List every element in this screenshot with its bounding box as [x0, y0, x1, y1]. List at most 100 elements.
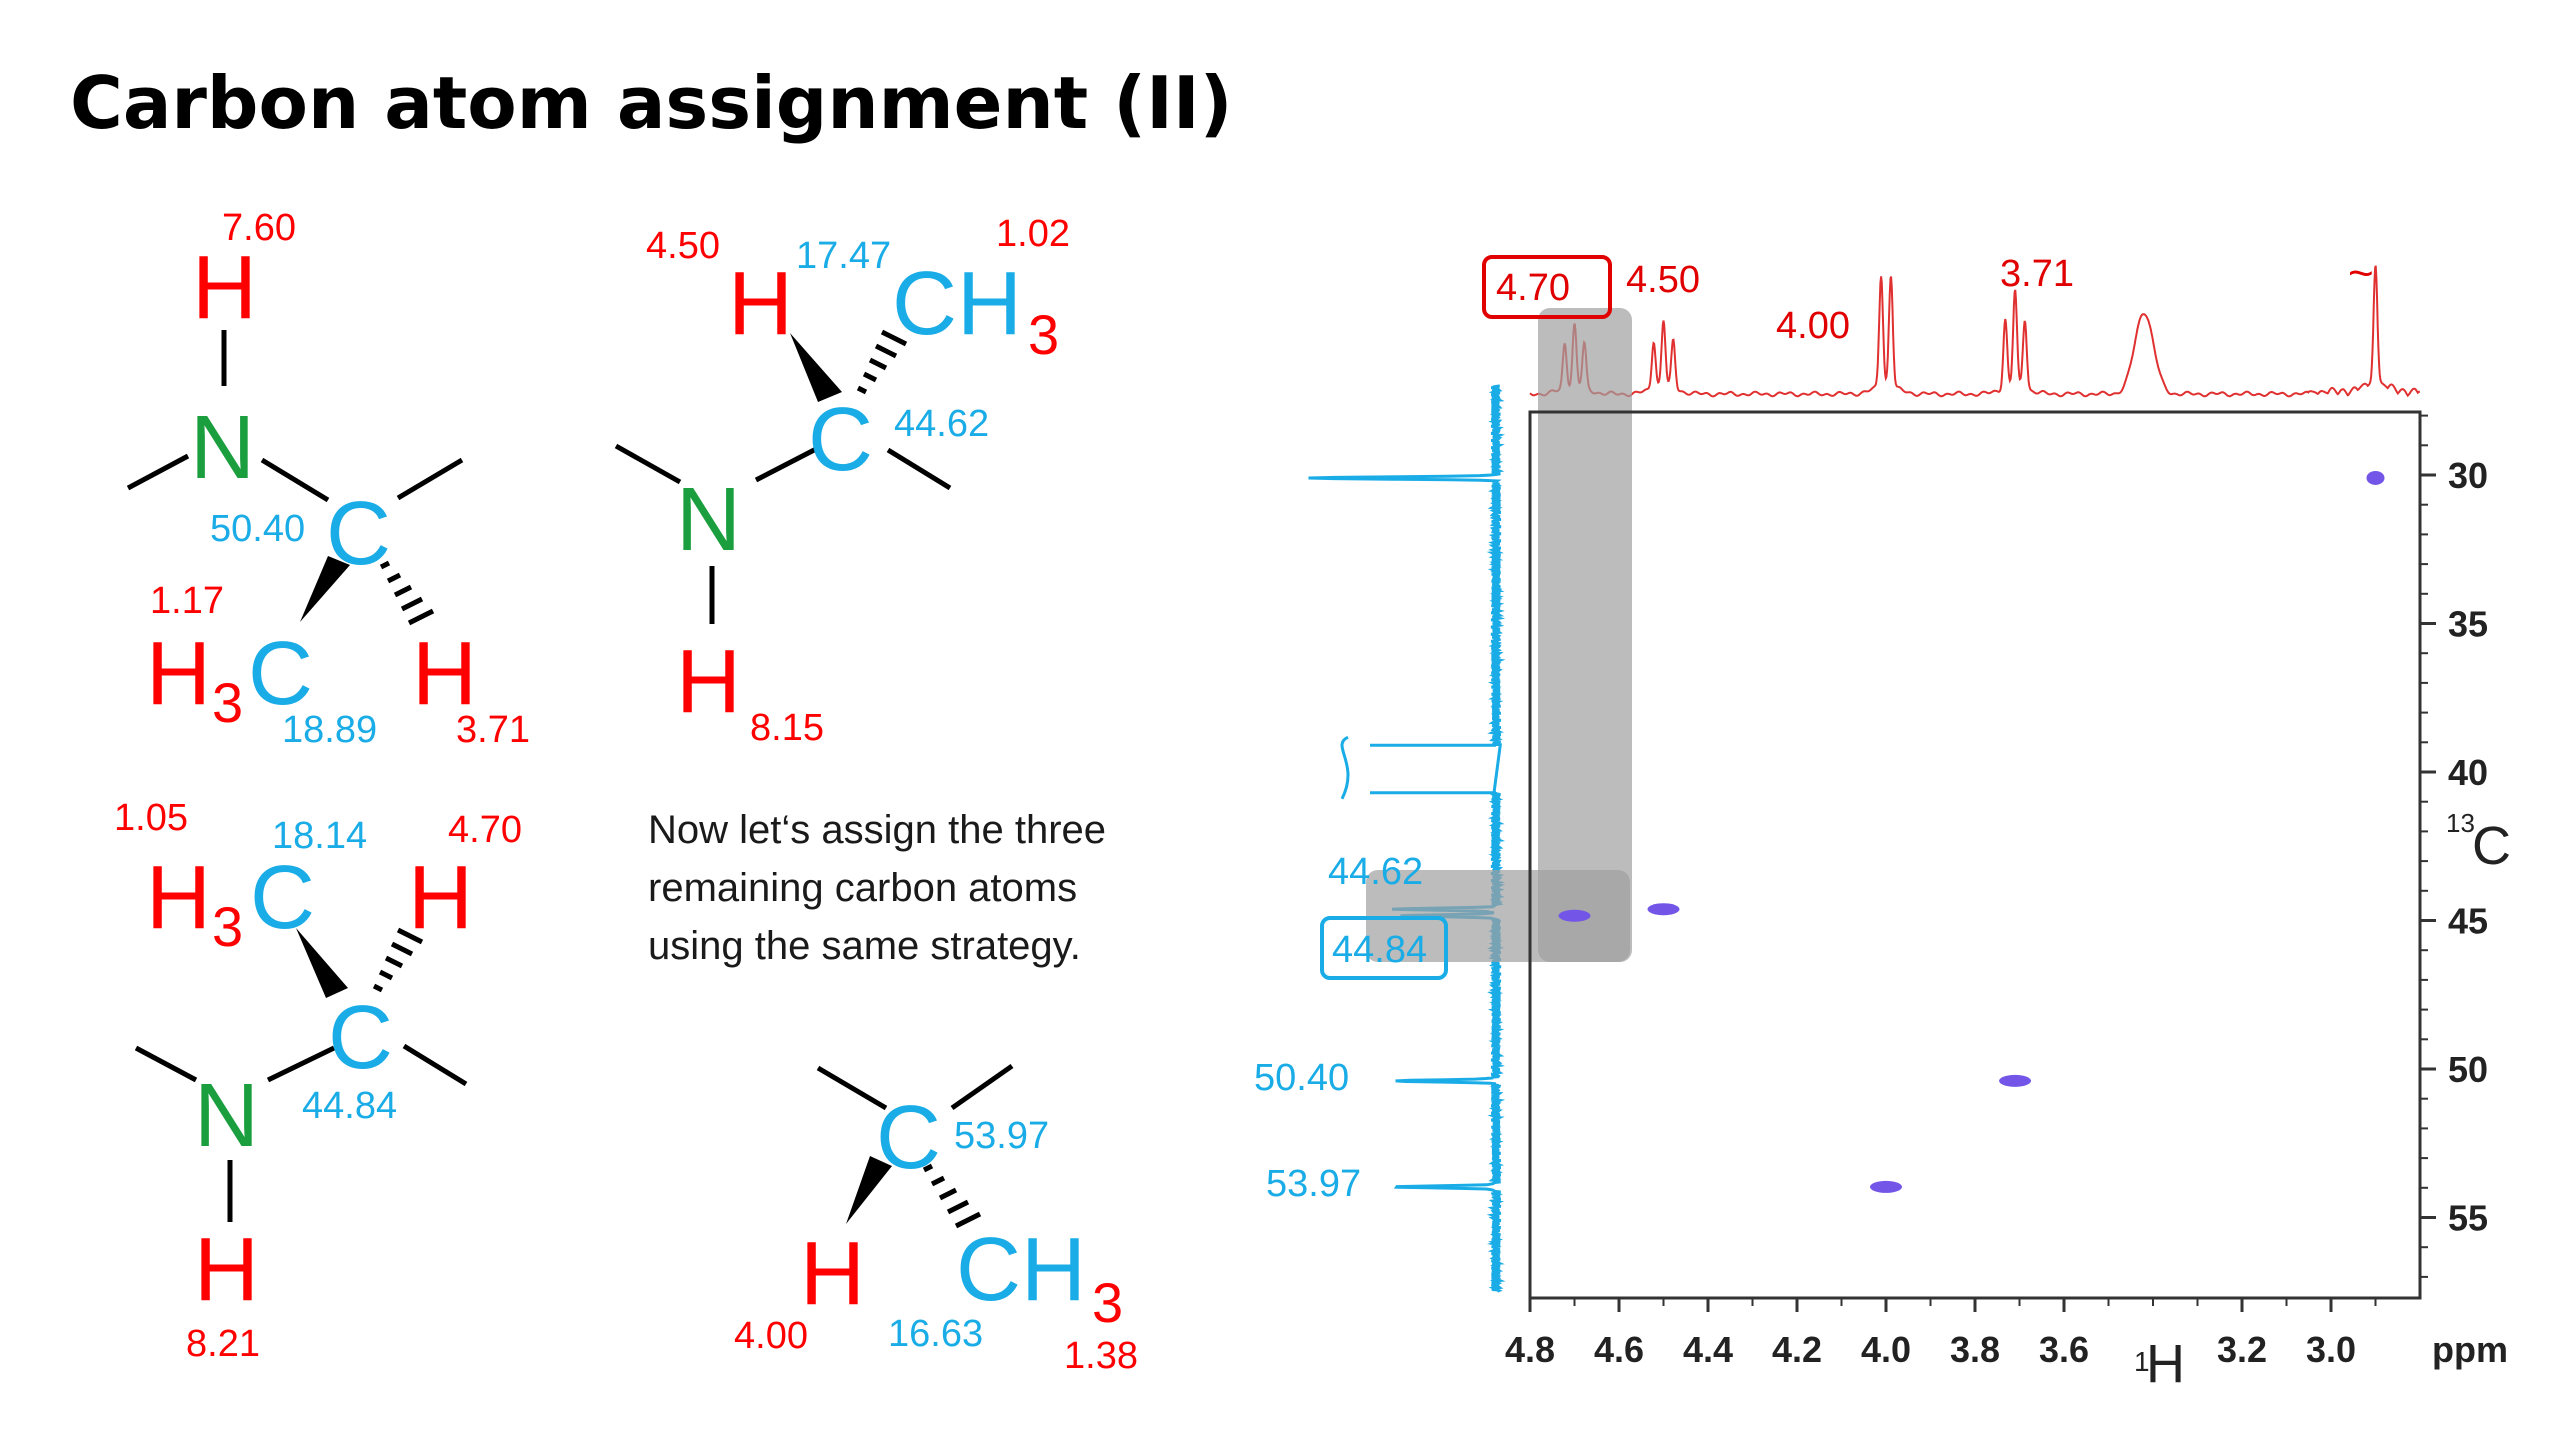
x-tick-label: 4.0 — [1861, 1329, 1911, 1370]
shift-label-h: 4.50 — [646, 225, 720, 267]
atom-c: C — [250, 848, 315, 948]
atom-h-subscript: 3 — [212, 895, 243, 958]
atom-n: N — [676, 470, 741, 570]
x-tick-label: 3.6 — [2039, 1329, 2089, 1370]
molecule-1: H N C H 3 C H 7.60 50.40 1.17 18.89 3.71 — [126, 207, 530, 751]
shift-label-c: 18.14 — [272, 815, 367, 857]
atom-ch: CH — [892, 254, 1022, 354]
shift-label-h: 4.00 — [734, 1315, 808, 1357]
atom-h: H — [192, 238, 257, 338]
x-axis: 4.8 4.6 4.4 4.2 4.0 3.8 3.6 3.2 3.0 — [1505, 1298, 2377, 1370]
bond — [402, 1043, 468, 1087]
proton-peak-label: 4.50 — [1626, 259, 1700, 301]
bond — [260, 457, 330, 503]
atom-n: N — [194, 1066, 259, 1166]
atom-h: H — [676, 632, 741, 732]
atom-h-subscript: 3 — [1092, 1271, 1123, 1334]
x-tick-label: 3.0 — [2306, 1329, 2356, 1370]
bond — [754, 445, 820, 483]
x-tick-label: 3.8 — [1950, 1329, 2000, 1370]
y-tick-label: 45 — [2448, 901, 2488, 942]
hash-bond — [379, 560, 435, 626]
atom-h: H — [728, 254, 793, 354]
atom-h-subscript: 3 — [212, 671, 243, 734]
y-tick-label: 30 — [2448, 455, 2488, 496]
carbon-highlight-row — [1366, 870, 1630, 962]
carbon-peak-label: 44.62 — [1328, 851, 1423, 893]
y-axis-title: C — [2472, 816, 2511, 876]
y-tick-label: 50 — [2448, 1049, 2488, 1090]
bond — [266, 1045, 336, 1083]
x-tick-label: 3.2 — [2217, 1329, 2267, 1370]
atom-h: H — [412, 624, 477, 724]
cross-peak — [1870, 1180, 1902, 1193]
molecule-3: H 3 C H C N H 1.05 18.14 4.70 44.84 8.21 — [114, 797, 522, 1365]
molecule-2: H CH 3 C N H 4.50 17.47 1.02 44.62 8.15 — [614, 213, 1070, 749]
x-tick-label: 4.4 — [1683, 1329, 1733, 1370]
bond — [134, 1045, 198, 1083]
shift-label-h: 8.21 — [186, 1323, 260, 1365]
x-tick-label: 4.8 — [1505, 1329, 1555, 1370]
y-tick-label: 55 — [2448, 1198, 2488, 1239]
plot-frame — [1528, 410, 2422, 1300]
bond — [886, 447, 952, 491]
proton-peak-label: ~ — [2348, 249, 2374, 298]
hash-bond — [856, 329, 908, 395]
y-tick-label: 35 — [2448, 604, 2488, 645]
instruction-line: using the same strategy. — [648, 924, 1081, 968]
carbon-peak-label: 53.97 — [1266, 1163, 1361, 1205]
shift-label-c: 44.62 — [894, 403, 989, 445]
cross-peak — [1999, 1074, 2032, 1087]
hash-bond — [922, 1163, 982, 1229]
shift-label-c: 16.63 — [888, 1313, 983, 1355]
atom-h: H — [146, 624, 211, 724]
carbon-peak-label: 50.40 — [1254, 1057, 1349, 1099]
wedge-bond — [296, 928, 348, 998]
bond — [396, 457, 464, 501]
cross-peak — [1647, 903, 1680, 916]
shift-label-c: 53.97 — [954, 1115, 1049, 1157]
slide-title: Carbon atom assignment (II) — [70, 61, 1233, 145]
instruction-text: Now let‘s assign the three remaining car… — [648, 808, 1106, 968]
atom-h: H — [194, 1220, 259, 1320]
bond — [126, 453, 190, 491]
y-axis-sup: 13 — [2446, 808, 2475, 838]
bond — [950, 1063, 1014, 1111]
atom-n: N — [190, 398, 255, 498]
y-axis: 30 35 40 45 50 55 — [2420, 414, 2488, 1278]
shift-label-h: 1.02 — [996, 213, 1070, 255]
proton-peak-label: 4.70 — [1496, 267, 1570, 309]
proton-peak-label: 3.71 — [2000, 253, 2074, 295]
shift-label-c: 18.89 — [282, 709, 377, 751]
shift-label-h: 3.71 — [456, 709, 530, 751]
carbon-spectrum-trace — [1308, 384, 1506, 1293]
wedge-bond — [790, 333, 842, 402]
shift-label-h: 1.38 — [1064, 1335, 1138, 1377]
bond — [816, 1065, 888, 1111]
atom-ch: CH — [956, 1220, 1086, 1320]
atom-h: H — [146, 848, 211, 948]
molecule-4: C H CH 3 53.97 4.00 16.63 1.38 — [734, 1063, 1138, 1377]
x-axis-unit: ppm — [2432, 1329, 2508, 1370]
cross-peaks — [1558, 470, 2385, 1193]
shift-label-h: 1.05 — [114, 797, 188, 839]
shift-label-h: 4.70 — [448, 809, 522, 851]
x-axis-title: H — [2146, 1334, 2185, 1394]
cross-peak — [2366, 470, 2385, 485]
atom-c: C — [248, 624, 313, 724]
shift-label-h: 7.60 — [222, 207, 296, 249]
proton-spectrum-trace — [1529, 265, 2421, 398]
hash-bond — [372, 927, 424, 993]
y-tick-label: 40 — [2448, 752, 2488, 793]
x-tick-label: 4.2 — [1772, 1329, 1822, 1370]
x-tick-label: 4.6 — [1594, 1329, 1644, 1370]
carbon-peak-label: 44.84 — [1332, 929, 1427, 971]
proton-highlight-column — [1538, 308, 1632, 962]
shift-label-h: 1.17 — [150, 580, 224, 622]
shift-label-h: 8.15 — [750, 707, 824, 749]
atom-c: C — [328, 988, 393, 1088]
instruction-line: Now let‘s assign the three — [648, 808, 1106, 852]
atom-h: H — [800, 1224, 865, 1324]
